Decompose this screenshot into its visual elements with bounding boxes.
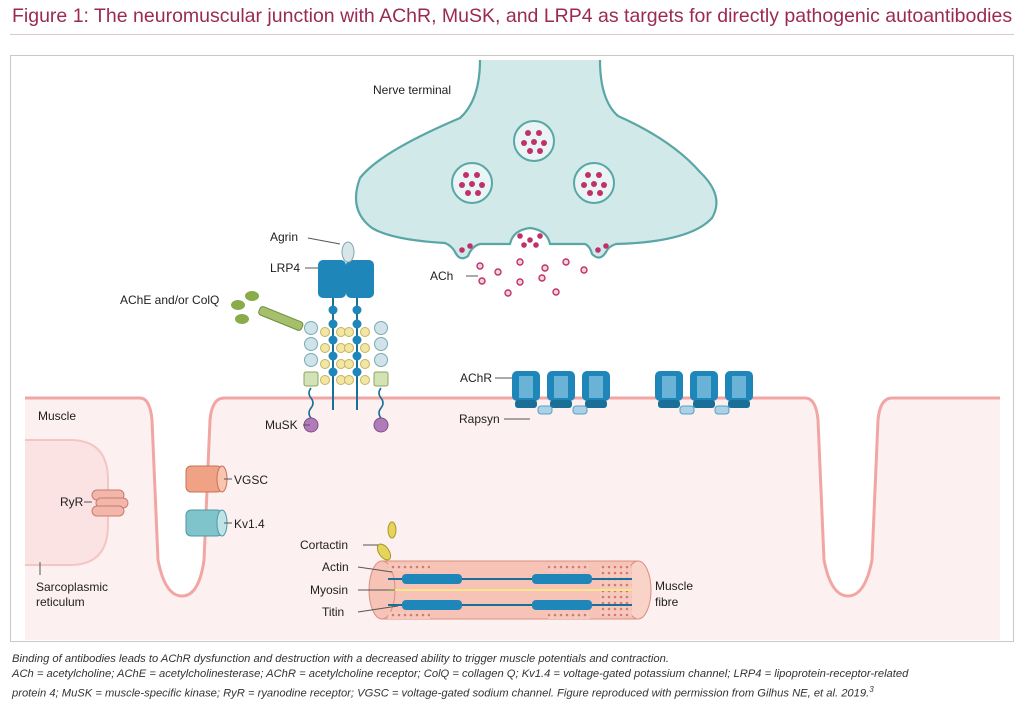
- label-rapsyn: Rapsyn: [459, 412, 500, 426]
- fusing-vesicle: [595, 243, 609, 253]
- caption-summary: Binding of antibodies leads to AChR dysf…: [12, 653, 669, 665]
- label-muscle-fibre-1: Muscle: [655, 579, 693, 593]
- achr-channel: [582, 371, 610, 408]
- kv14-channel: [185, 509, 228, 537]
- achr-channel: [512, 371, 540, 408]
- label-nerve-terminal: Nerve terminal: [373, 83, 451, 97]
- label-actin: Actin: [322, 560, 349, 574]
- ache-colq: [231, 291, 304, 331]
- label-muscle: Muscle: [38, 409, 76, 423]
- label-titin: Titin: [322, 605, 344, 619]
- caption-reference: 3: [869, 685, 874, 694]
- lrp4-musk-complex: [303, 241, 389, 433]
- rapsyn: [537, 405, 730, 415]
- fusing-vesicle: [517, 233, 543, 248]
- label-muscle-fibre-2: fibre: [655, 595, 679, 609]
- label-agrin: Agrin: [270, 230, 298, 244]
- caption-abbrev-line1: ACh = acetylcholine; AChE = acetylcholin…: [12, 668, 909, 680]
- vgsc-channel: [185, 465, 228, 493]
- synaptic-vesicle: [513, 120, 555, 162]
- achr-channel: [655, 371, 683, 408]
- muscle-membrane-fill: [25, 398, 1000, 640]
- caption-abbrev-line2: protein 4; MuSK = muscle-specific kinase…: [12, 687, 870, 700]
- label-reticulum: reticulum: [36, 595, 85, 609]
- achr-channel: [547, 371, 575, 408]
- label-cortactin: Cortactin: [300, 538, 348, 552]
- leader-lines: [39, 237, 530, 613]
- label-ache-colq: AChE and/or ColQ: [120, 293, 219, 307]
- label-musk: MuSK: [265, 418, 298, 432]
- achr-channel: [725, 371, 753, 408]
- label-lrp4: LRP4: [270, 261, 300, 275]
- caption-abbreviations: ACh = acetylcholine; AChE = acetylcholin…: [12, 667, 1012, 702]
- label-sarcoplasmic: Sarcoplasmic: [36, 580, 108, 594]
- label-ryr: RyR: [60, 495, 84, 509]
- ach-molecules: [476, 258, 588, 297]
- title-divider: [10, 34, 1014, 35]
- synaptic-vesicle: [573, 162, 615, 204]
- fusing-vesicle: [459, 243, 473, 253]
- achr-channel: [690, 371, 718, 408]
- synaptic-vesicle: [451, 162, 493, 204]
- label-vgsc: VGSC: [234, 473, 268, 487]
- label-myosin: Myosin: [310, 583, 348, 597]
- figure-title: Figure 1: The neuromuscular junction wit…: [12, 5, 1013, 27]
- ryr-receptor: [91, 489, 129, 517]
- label-achr: AChR: [460, 371, 492, 385]
- label-ach: ACh: [430, 269, 453, 283]
- label-kv14: Kv1.4: [234, 517, 265, 531]
